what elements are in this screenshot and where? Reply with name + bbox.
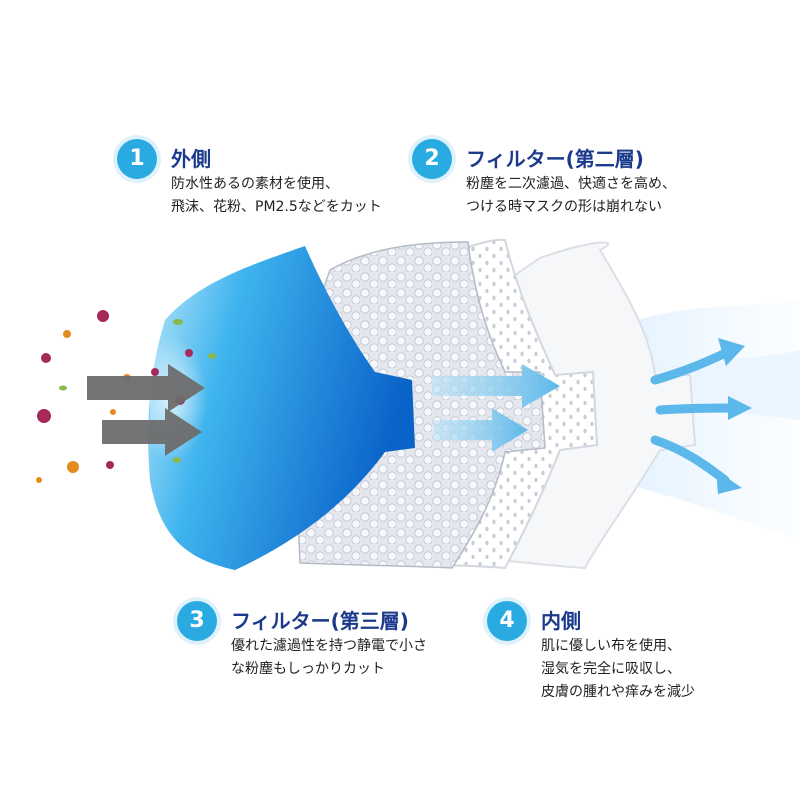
- layer-4-description: 肌に優しい布を使用、 湿気を完全に吸収し、 皮膚の腫れや痒みを減少: [541, 638, 695, 700]
- layer-3-badge: 3: [177, 601, 217, 641]
- layer-2-badge: 2: [412, 139, 452, 179]
- layer-4-title: 内側: [541, 609, 581, 633]
- blue-arrow-icon: [432, 364, 560, 452]
- layer-3-description: 優れた濾過性を持つ静電で小さ な粉塵もしっかりカット: [231, 638, 427, 677]
- layer-3-title: フィルター(第三層): [231, 609, 409, 633]
- gray-arrow-icon: [87, 364, 205, 456]
- pollen-icon: [36, 330, 131, 483]
- layer-2-description: 粉塵を二次濾過、快適さを高め、 つける時マスクの形は崩れない: [466, 176, 676, 215]
- layer-1-description: 防水性あるの素材を使用、 飛沫、花粉、PM2.5などをカット: [171, 176, 382, 215]
- layer-1-title: 外側: [171, 147, 211, 171]
- layer-2-title: フィルター(第二層): [466, 147, 644, 171]
- layer-4-badge: 4: [487, 601, 527, 641]
- outer-layer: [148, 246, 415, 570]
- layer-1-badge: 1: [117, 139, 157, 179]
